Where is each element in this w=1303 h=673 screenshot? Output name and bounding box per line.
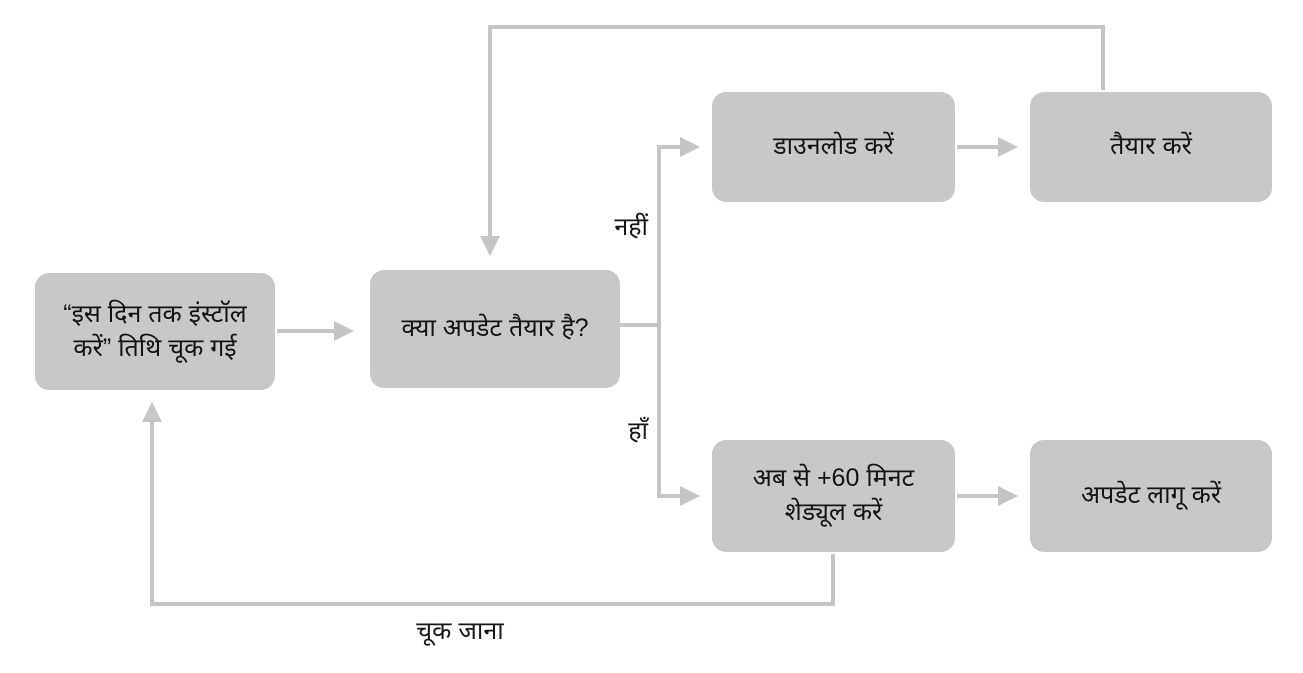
node-prepare-label: तैयार करें bbox=[1110, 132, 1192, 161]
node-schedule-60-min-label: अब से +60 मिनट शेड्यूल करें bbox=[752, 464, 915, 526]
node-prepare: तैयार करें bbox=[1030, 92, 1272, 202]
edge-yes-to-schedule bbox=[657, 323, 700, 506]
edge-no-to-download bbox=[657, 137, 700, 327]
node-deadline-missed-label: “इस दिन तक इंस्टॉल करें” तिथि चूक गई bbox=[63, 299, 247, 362]
node-schedule-60-min: अब से +60 मिनट शेड्यूल करें bbox=[712, 440, 955, 552]
edge-label-no: नहीं bbox=[614, 213, 648, 241]
edge-label-missed: चूक जाना bbox=[416, 617, 504, 645]
node-apply-update: अपडेट लागू करें bbox=[1030, 440, 1272, 552]
node-deadline-missed: “इस दिन तक इंस्टॉल करें” तिथि चूक गई bbox=[35, 273, 275, 390]
node-download-label: डाउनलोड करें bbox=[773, 132, 894, 161]
node-download: डाउनलोड करें bbox=[712, 92, 955, 202]
node-update-ready-question-label: क्या अपडेट तैयार है? bbox=[401, 314, 589, 343]
node-apply-update-label: अपडेट लागू करें bbox=[1080, 481, 1222, 510]
node-update-ready-question: क्या अपडेट तैयार है? bbox=[370, 270, 620, 388]
edge-label-yes: हाँ bbox=[628, 417, 648, 445]
